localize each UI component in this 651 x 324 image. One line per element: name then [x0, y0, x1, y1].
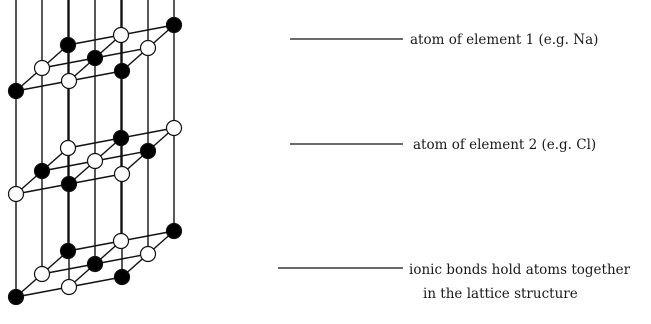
atom-element-2: [86, 152, 104, 170]
lattice-atoms: [7, 16, 183, 306]
atom-element-1: [7, 82, 25, 100]
atom-element-2: [59, 139, 77, 157]
label-ionic-bonds-line-1: ionic bonds hold atoms together: [409, 262, 631, 278]
atom-element-2: [139, 39, 157, 57]
label-atom-element-2: atom of element 2 (e.g. Cl): [413, 137, 596, 153]
atom-element-2: [165, 119, 183, 137]
atom-element-2: [7, 185, 25, 203]
atom-element-1: [165, 222, 183, 240]
atom-element-1: [113, 268, 131, 286]
atom-element-2: [112, 232, 130, 250]
lattice-bonds: [15, 0, 175, 298]
atom-element-2: [139, 245, 157, 263]
ionic-bond: [68, 276, 123, 288]
atom-element-1: [33, 162, 51, 180]
atom-element-1: [112, 129, 130, 147]
atom-element-1: [86, 255, 104, 273]
atom-element-1: [7, 288, 25, 306]
atom-element-2: [33, 265, 51, 283]
label-atom-element-1: atom of element 1 (e.g. Na): [410, 32, 598, 48]
atom-element-1: [139, 142, 157, 160]
atom-element-1: [59, 242, 77, 260]
atom-element-2: [60, 72, 78, 90]
atom-element-2: [60, 278, 78, 296]
atom-element-1: [59, 36, 77, 54]
atom-element-2: [112, 26, 130, 44]
ionic-bond: [15, 286, 70, 298]
atom-element-2: [113, 165, 131, 183]
atom-element-1: [113, 62, 131, 80]
atom-element-1: [86, 49, 104, 67]
atom-element-2: [33, 59, 51, 77]
atom-element-1: [165, 16, 183, 34]
atom-element-1: [60, 175, 78, 193]
label-ionic-bonds-line-2: in the lattice structure: [423, 286, 578, 302]
